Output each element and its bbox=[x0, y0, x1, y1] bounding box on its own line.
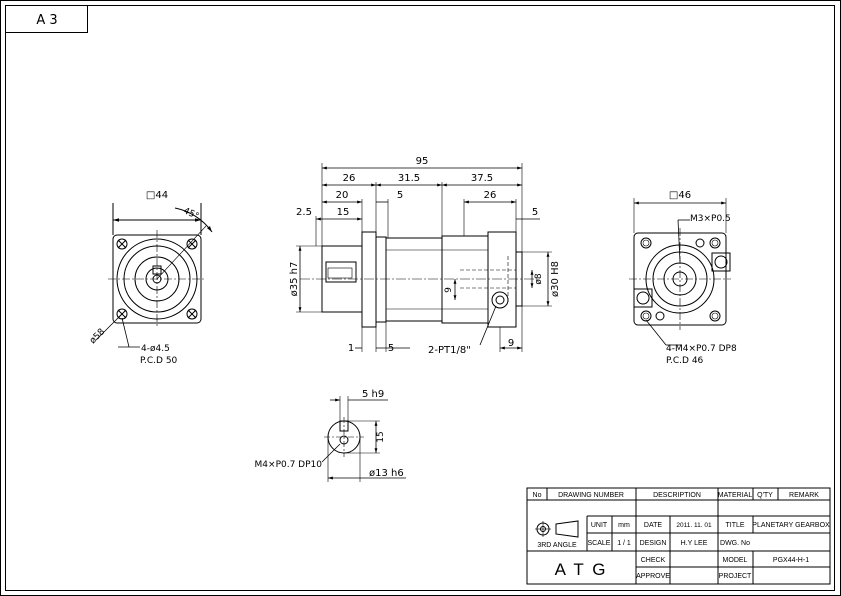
sheet-size-label: A 3 bbox=[36, 13, 57, 28]
dim-9-vert: 9 bbox=[444, 287, 454, 293]
dim-26-left: 26 bbox=[343, 173, 356, 184]
design-value: H.Y LEE bbox=[681, 540, 708, 547]
dim-37-5: 37.5 bbox=[471, 173, 493, 184]
front-pcd: P.C.D 50 bbox=[140, 356, 178, 366]
dim-9-bottom: 9 bbox=[508, 338, 514, 349]
dim-shaft-dia: ø35 h7 bbox=[289, 262, 300, 297]
front-square-dim: □44 bbox=[146, 190, 168, 201]
scale-label: SCALE bbox=[588, 540, 611, 547]
dim-bore: ø8 bbox=[534, 273, 544, 285]
dim-5-right: 5 bbox=[532, 207, 538, 218]
dim-26-right: 26 bbox=[484, 190, 497, 201]
dim-5-top: 5 bbox=[397, 190, 403, 201]
title-label: TITLE bbox=[725, 522, 744, 529]
dim-5-bottom: 5 bbox=[388, 343, 394, 354]
shaft-diameter: ø13 h6 bbox=[369, 468, 404, 479]
side-view bbox=[296, 163, 552, 352]
check-label: CHECK bbox=[641, 557, 666, 564]
company-logo: A T G bbox=[555, 560, 608, 579]
inner-border bbox=[5, 5, 835, 591]
shaft-height: 15 bbox=[376, 431, 386, 442]
model-label: MODEL bbox=[723, 557, 748, 564]
dim-overall: 95 bbox=[416, 156, 429, 167]
unit-label: UNIT bbox=[591, 522, 608, 529]
title-block bbox=[526, 487, 831, 585]
projection-label: 3RD ANGLE bbox=[537, 542, 577, 549]
header-material: MATERIAL bbox=[718, 492, 753, 499]
header-remark: REMARK bbox=[789, 492, 819, 499]
rear-set-screw: M3×P0.5 bbox=[690, 214, 731, 224]
rear-view bbox=[629, 198, 731, 346]
header-drawing-number: DRAWING NUMBER bbox=[558, 492, 624, 499]
model-value: PGX44-H-1 bbox=[773, 557, 809, 564]
front-bolt-dia: ø58 bbox=[88, 327, 107, 346]
shaft-key-width: 5 h9 bbox=[362, 389, 384, 400]
title-block-text: No DRAWING NUMBER DESCRIPTION MATERIAL Q… bbox=[533, 492, 831, 580]
front-view bbox=[95, 203, 213, 348]
dim-pilot: ø30 H8 bbox=[550, 261, 561, 297]
rear-pcd: P.C.D 46 bbox=[666, 356, 704, 366]
design-label: DESIGN bbox=[640, 540, 667, 547]
project-label: PROJECT bbox=[719, 573, 752, 580]
header-description: DESCRIPTION bbox=[653, 492, 701, 499]
rear-tapped: 4-M4×P0.7 DP8 bbox=[666, 344, 737, 354]
date-value: 2011. 11. 01 bbox=[676, 522, 712, 529]
dim-1: 1 bbox=[348, 343, 354, 354]
rear-square-dim: □46 bbox=[669, 190, 691, 201]
scale-value: 1 / 1 bbox=[617, 540, 631, 547]
unit-value: mm bbox=[618, 522, 630, 529]
dim-15: 15 bbox=[337, 207, 350, 218]
date-label: DATE bbox=[644, 522, 662, 529]
sheet-size-box bbox=[5, 5, 88, 33]
shaft-thread: M4×P0.7 DP10 bbox=[255, 460, 323, 470]
front-holes: 4-ø4.5 bbox=[141, 344, 170, 354]
header-no: No bbox=[533, 492, 542, 499]
dim-2-5: 2.5 bbox=[296, 207, 312, 218]
shaft-detail bbox=[321, 396, 406, 482]
title-value: PLANETARY GEARBOX bbox=[752, 522, 830, 529]
approve-label: APPROVE bbox=[636, 573, 670, 580]
dim-20: 20 bbox=[336, 190, 349, 201]
dim-31-5: 31.5 bbox=[398, 173, 420, 184]
header-qty: Q'TY bbox=[757, 492, 773, 499]
port-callout: 2-PT1/8" bbox=[428, 345, 471, 356]
dwg-label: DWG. No bbox=[720, 540, 750, 547]
